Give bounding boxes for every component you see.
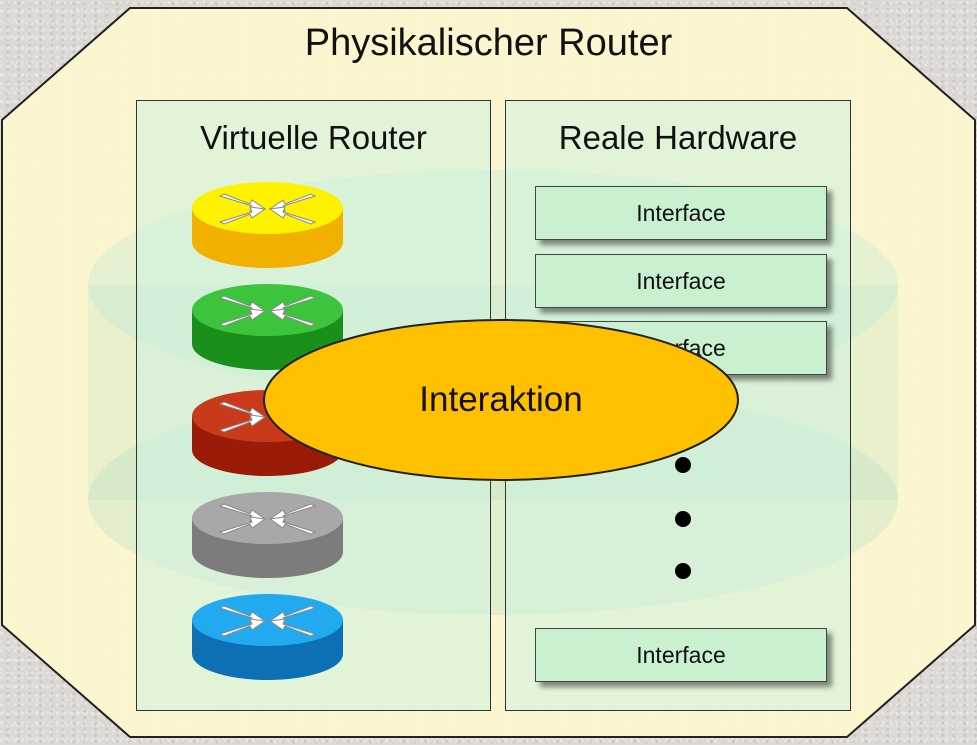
real-hardware-title: Reale Hardware: [558, 119, 798, 156]
router-top: [192, 492, 343, 544]
interface-box-4: Interface: [535, 628, 827, 682]
router-top: [192, 182, 343, 234]
ellipsis-dot-2: [675, 511, 691, 527]
ellipsis-dot-3: [675, 563, 691, 579]
diagram-title: Physikalischer Router: [304, 22, 673, 64]
virtual-routers-title: Virtuelle Router: [200, 119, 427, 156]
ellipsis-dot-1: [675, 457, 691, 473]
gray-router-icon: [192, 492, 343, 578]
interface-box-2: Interface: [535, 254, 827, 308]
yellow-router-icon: [192, 182, 343, 268]
blue-router-icon: [192, 594, 343, 680]
interface-box-1: Interface: [535, 186, 827, 240]
interaction-ellipse: [263, 319, 739, 481]
interaction-label: Interaktion: [419, 380, 583, 419]
router-top: [192, 594, 343, 646]
